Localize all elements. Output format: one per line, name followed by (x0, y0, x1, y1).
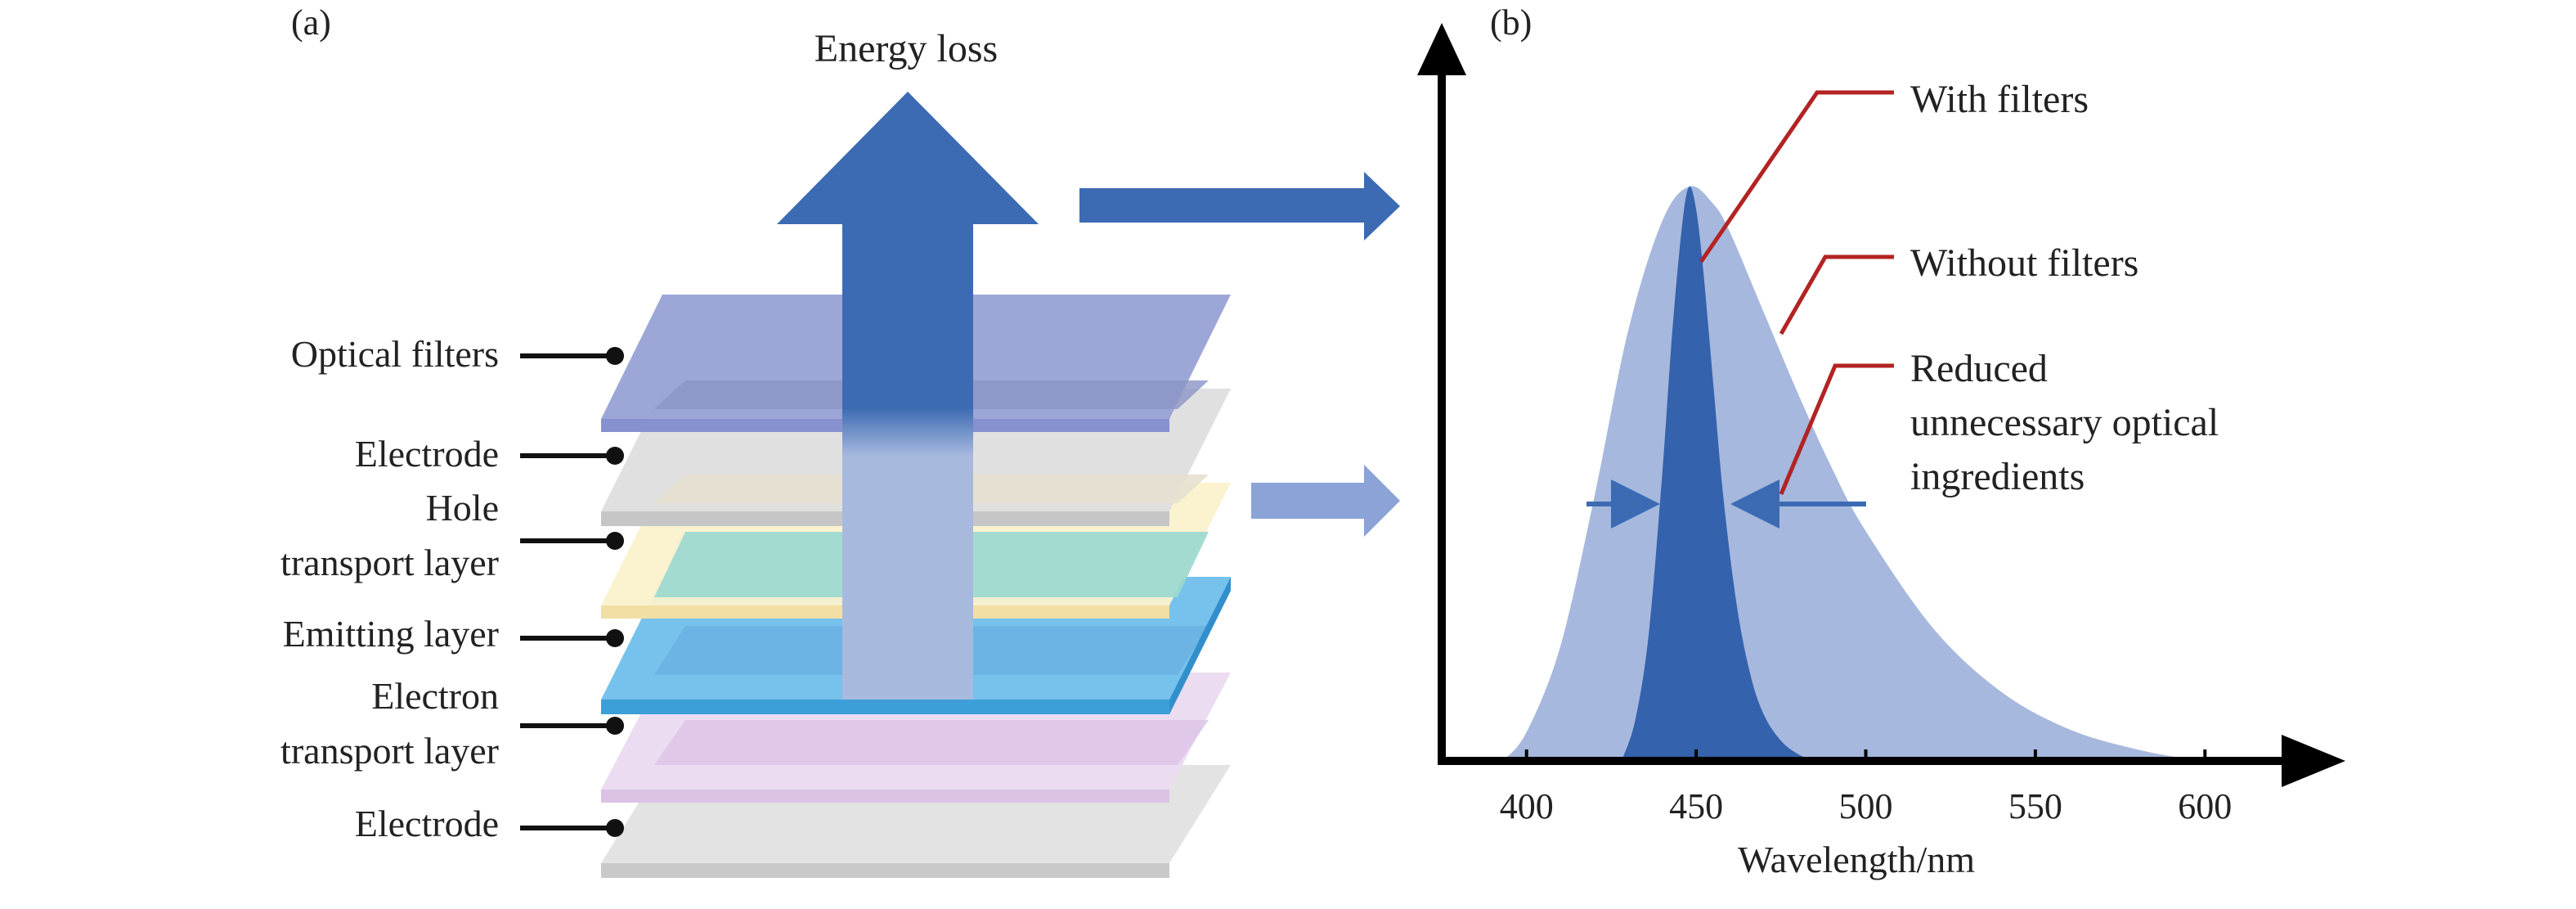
panel-a: (a) (280, 2, 1400, 878)
y-axis-arrowhead (1417, 23, 1466, 75)
callout-without-filters: Without filters (1779, 241, 2138, 335)
svg-text:transport layer: transport layer (280, 730, 499, 772)
panel-b-label: (b) (1490, 2, 1532, 43)
x-tick-label-400: 400 (1500, 786, 1554, 826)
layer-label-electrode-bottom: Electrode (355, 803, 624, 844)
svg-text:Without filters: Without filters (1910, 241, 2138, 285)
svg-text:Reduced: Reduced (1910, 347, 2048, 390)
x-tick-label-500: 500 (1839, 786, 1893, 826)
layer-label-optical-filters: Optical filters (291, 333, 624, 375)
connector-arrow-light (1251, 465, 1400, 537)
spectrum-plot (1502, 186, 2199, 762)
spectrum-series-with-filters (1621, 186, 1815, 762)
x-ticks: 400 450 500 550 600 (1500, 749, 2232, 826)
connector-arrow-dark (1079, 172, 1400, 241)
layer-label-electron-transport: Electron transport layer (280, 675, 624, 772)
x-axis-arrowhead (2282, 735, 2345, 787)
panel-b: (b) 400 450 500 550 600 Wavelength/nm With f… (1417, 2, 2345, 880)
energy-loss-arrow (777, 92, 1039, 700)
callout-reduced: Reduced unnecessary optical ingredients (1779, 347, 2219, 498)
callout-with-filters: With filters (1699, 78, 2089, 263)
layer-label-electrode-top: Electrode (355, 433, 624, 475)
svg-text:ingredients: ingredients (1910, 455, 2085, 498)
energy-loss-label: Energy loss (815, 27, 998, 70)
svg-text:Emitting layer: Emitting layer (283, 613, 499, 655)
svg-text:Electrode: Electrode (355, 803, 499, 844)
x-tick-label-450: 450 (1669, 786, 1723, 826)
layer-label-emitting: Emitting layer (283, 613, 624, 655)
svg-text:unnecessary optical: unnecessary optical (1910, 401, 2219, 444)
svg-text:Optical filters: Optical filters (291, 333, 499, 375)
x-axis-label: Wavelength/nm (1738, 839, 1975, 880)
panel-a-label: (a) (291, 2, 331, 43)
svg-text:With filters: With filters (1910, 78, 2089, 121)
layer-label-hole-transport: Hole transport layer (280, 487, 624, 583)
axes (1417, 23, 2345, 787)
svg-text:Electron: Electron (371, 675, 499, 717)
x-tick-label-550: 550 (2008, 786, 2062, 826)
x-tick-label-600: 600 (2178, 786, 2232, 826)
svg-text:transport layer: transport layer (280, 542, 499, 583)
svg-text:Hole: Hole (426, 487, 499, 529)
svg-text:Electrode: Electrode (355, 433, 499, 475)
